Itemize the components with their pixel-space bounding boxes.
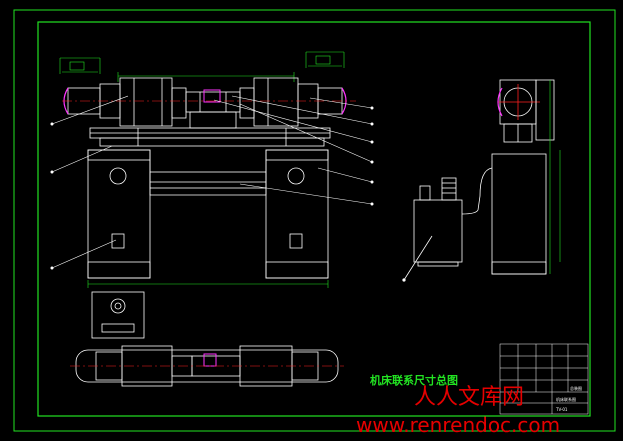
left-column (87, 149, 151, 279)
leader-lines-left (50, 95, 129, 270)
title-block-cell-1: 总装图 (570, 385, 582, 391)
title-block-cell-2: 机床联系图 (556, 396, 576, 402)
leader-lines-right (213, 95, 374, 206)
title-block (499, 343, 589, 415)
dim-note-left (59, 57, 101, 74)
right-column (265, 149, 329, 279)
middle-bed (149, 160, 267, 196)
watermark-chinese: 人人文库网 (414, 385, 524, 410)
drawing-title: 机床联系尺寸总图 (370, 373, 458, 387)
hydraulic-station (402, 177, 463, 282)
left-power-head (119, 77, 187, 127)
side-view (461, 79, 561, 275)
sheet-border (13, 9, 616, 432)
title-block-cell-3: TV-01 (555, 407, 568, 412)
detail-view (91, 291, 145, 339)
watermark-url: www.renrendoc.com (356, 413, 560, 437)
dim-note-right (305, 51, 345, 68)
front-view (59, 51, 356, 288)
slide-table (89, 127, 331, 147)
plan-view (70, 345, 344, 387)
right-power-head (239, 77, 319, 127)
spindle-box (185, 89, 241, 129)
